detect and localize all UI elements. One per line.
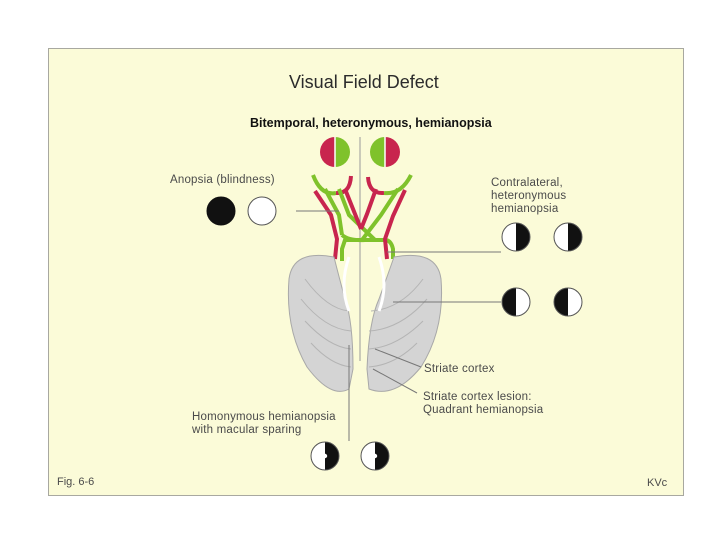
contralateral-field-icon-1: [501, 222, 531, 252]
striate-pointer: [374, 348, 422, 368]
diagram-title: Visual Field Defect: [289, 72, 439, 92]
anopsia-white-circle: [247, 196, 277, 226]
right-eye-field-icon: [370, 137, 400, 167]
visual-pathway-diagram: [206, 137, 583, 471]
homonymous-label: Homonymous hemianopsia with macular spar…: [192, 411, 336, 436]
left-retina-green: [311, 174, 337, 196]
tract-field-icon-2: [553, 287, 583, 317]
striate-lesion-label: Striate cortex lesion: Quadrant hemianop…: [423, 391, 544, 416]
homonymous-field-icon-2: [360, 441, 390, 471]
optic-chiasm: [313, 187, 407, 261]
left-eye-field-icon: [320, 137, 350, 167]
striate-lesion-pointer: [372, 368, 418, 394]
right-retina-green: [383, 174, 413, 196]
credit: KVc: [647, 477, 668, 489]
diagram-subtitle: Bitemporal, heteronymous, hemianopsia: [250, 116, 492, 130]
contralateral-field-icon-2: [553, 222, 583, 252]
anopsia-black-circle: [206, 196, 236, 226]
striate-cortex-label: Striate cortex: [424, 363, 495, 375]
homonymous-field-icon-1: [310, 441, 340, 471]
contralateral-label: Contralateral, heteronymous hemianopsia: [491, 177, 567, 215]
figure-number: Fig. 6-6: [57, 476, 95, 488]
striate-cortex-shape: [287, 254, 443, 392]
tract-field-icon-1: [501, 287, 531, 317]
right-retina-red: [366, 176, 385, 196]
figure-panel: Visual Field Defect Bitemporal, heterony…: [48, 48, 684, 496]
anopsia-label: Anopsia (blindness): [170, 174, 275, 186]
